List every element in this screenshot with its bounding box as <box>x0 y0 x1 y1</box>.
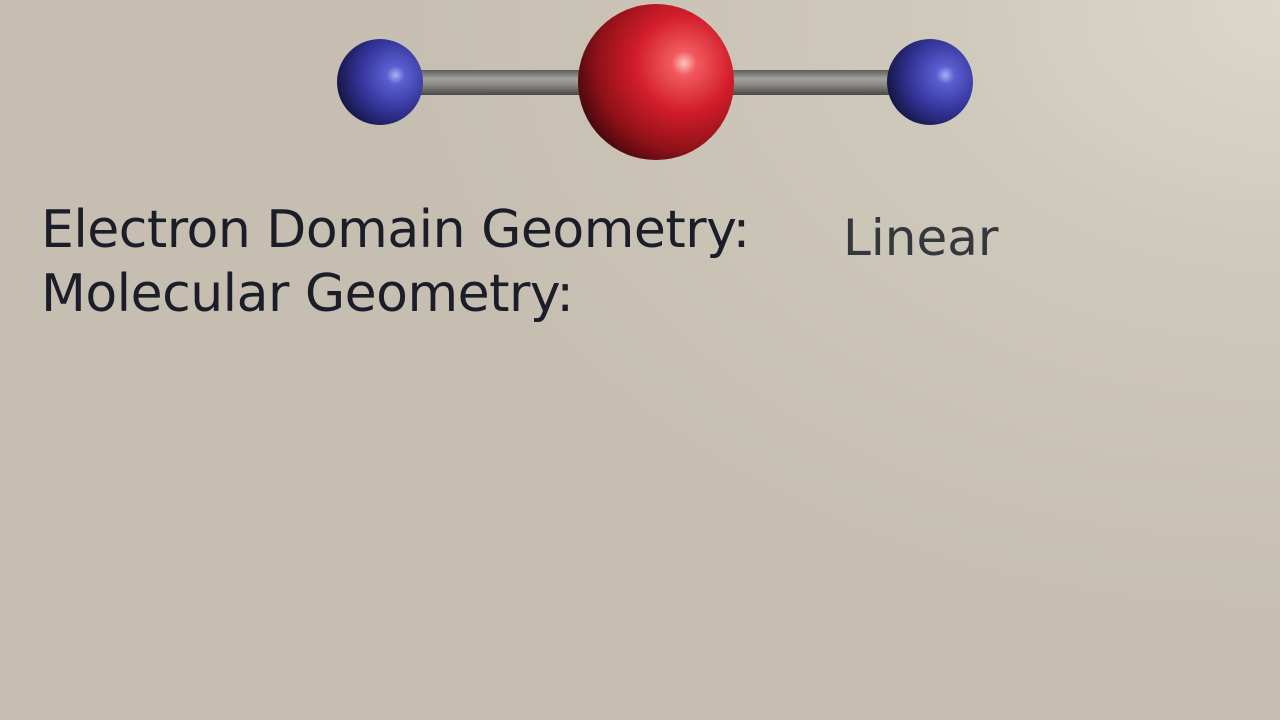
electron-domain-geometry-label: Electron Domain Geometry: <box>41 200 750 260</box>
terminal-atom-left <box>337 39 423 125</box>
central-atom <box>578 4 734 160</box>
electron-domain-geometry-value: Linear <box>843 209 999 267</box>
molecular-geometry-label: Molecular Geometry: <box>41 264 574 324</box>
terminal-atom-right <box>887 39 973 125</box>
